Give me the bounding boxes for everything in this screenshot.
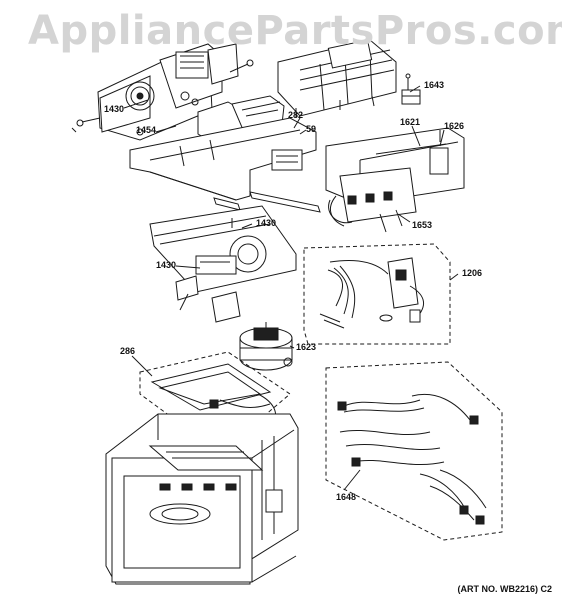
- chassis-bracket-1454: [129, 117, 317, 201]
- base-plate-assembly: [149, 205, 297, 293]
- transformer-1643: [401, 73, 421, 105]
- control-board-assembly: [277, 39, 397, 118]
- callout-1653: 1653: [412, 220, 433, 230]
- harness-group-1648: [325, 361, 503, 541]
- callout-1206: 1206: [462, 268, 483, 278]
- callout-59: 59: [306, 124, 317, 134]
- harness-board-1653: [328, 167, 417, 233]
- motor-1623: [239, 322, 293, 371]
- callout-1430-middle: 1430: [256, 218, 277, 228]
- callout-286: 286: [120, 346, 136, 356]
- art-number: (ART NO. WB2216) C2: [457, 584, 552, 594]
- callout-1621: 1621: [400, 117, 421, 127]
- blower-assembly: [76, 43, 254, 141]
- callout-282: 282: [288, 110, 304, 120]
- watermark: AppliancePartsPros.com: [28, 8, 562, 54]
- callout-leaders: [123, 85, 459, 491]
- oven-cavity: [105, 413, 299, 585]
- callout-1430-lower: 1430: [156, 260, 177, 270]
- hardware-screws: [71, 91, 199, 136]
- callout-1623: 1623: [296, 342, 317, 352]
- callout-1648: 1648: [336, 492, 357, 502]
- callout-1430-top: 1430: [104, 104, 125, 114]
- chassis-strip: [213, 191, 321, 213]
- mounting-brackets: [175, 275, 241, 323]
- callout-1643: 1643: [424, 80, 445, 90]
- callout-1454: 1454: [136, 125, 157, 135]
- callout-1626: 1626: [444, 121, 465, 131]
- harness-group-1206: [303, 243, 451, 345]
